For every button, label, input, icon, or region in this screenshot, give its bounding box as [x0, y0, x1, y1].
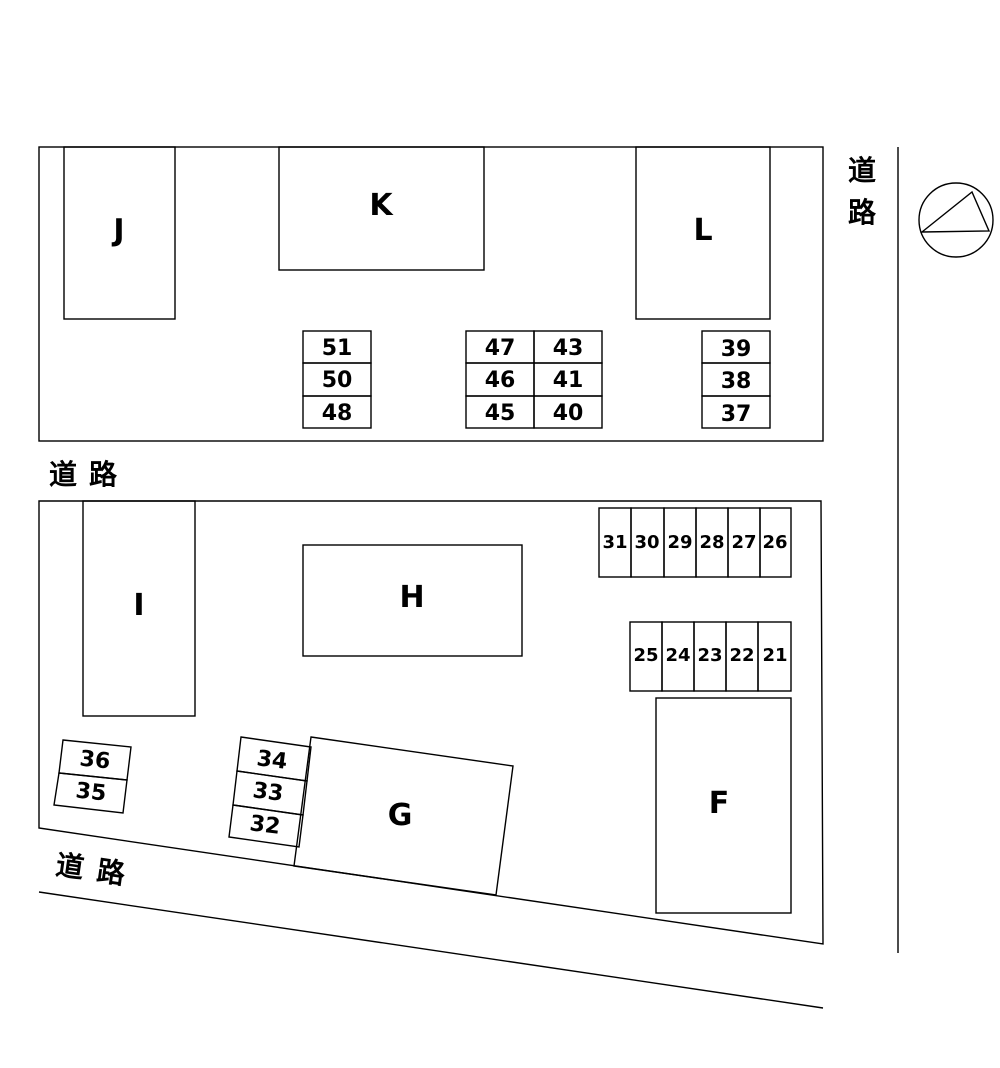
building-J: J	[63, 146, 176, 320]
svg-text:51: 51	[322, 336, 353, 361]
svg-text:道: 道	[49, 458, 77, 491]
upper-lot	[38, 146, 824, 442]
svg-text:48: 48	[322, 401, 353, 426]
svg-text:22: 22	[729, 645, 754, 666]
svg-text:45: 45	[485, 401, 516, 426]
parking-group-51-48: 51 50 48	[302, 330, 372, 429]
svg-text:26: 26	[762, 532, 787, 553]
parking-row-25-21: 25 24 23 22 21	[629, 621, 792, 692]
svg-text:路: 路	[95, 854, 128, 891]
building-K: K	[278, 146, 485, 271]
svg-text:47: 47	[485, 336, 516, 361]
building-I: I	[82, 500, 196, 717]
svg-text:27: 27	[731, 532, 756, 553]
svg-text:36: 36	[78, 746, 111, 774]
svg-text:24: 24	[665, 645, 690, 666]
svg-text:25: 25	[633, 645, 658, 666]
parking-row-31-26: 31 30 29 28 27 26	[598, 507, 792, 578]
building-H: H	[302, 544, 523, 657]
svg-text:H: H	[399, 580, 424, 615]
svg-text:I: I	[133, 588, 144, 623]
slot-32	[228, 804, 304, 848]
svg-text:路: 路	[848, 196, 877, 229]
road-label-bottom: 道 路	[54, 848, 128, 891]
svg-text:28: 28	[699, 532, 724, 553]
road-label-middle: 道 路	[49, 458, 118, 491]
svg-text:21: 21	[762, 645, 787, 666]
svg-text:L: L	[693, 213, 712, 248]
svg-text:J: J	[111, 213, 124, 248]
svg-text:道: 道	[54, 848, 86, 885]
svg-text:道: 道	[848, 154, 876, 187]
slot-21	[757, 621, 792, 692]
svg-text:34: 34	[255, 746, 288, 775]
svg-text:41: 41	[553, 368, 584, 393]
svg-text:F: F	[709, 786, 730, 821]
lower-lot	[38, 500, 824, 945]
building-L: L	[635, 146, 771, 320]
svg-text:32: 32	[248, 811, 281, 840]
slot-35	[53, 772, 128, 814]
parking-group-39-37: 39 38 37	[701, 330, 771, 429]
slot-26	[759, 507, 792, 578]
svg-text:路: 路	[89, 458, 118, 491]
svg-text:31: 31	[602, 532, 627, 553]
parking-group-36-35: 36 35	[53, 739, 132, 814]
north-compass-icon	[918, 182, 994, 258]
svg-text:40: 40	[553, 401, 584, 426]
slot-37	[701, 395, 771, 429]
svg-text:50: 50	[322, 368, 353, 393]
svg-text:29: 29	[667, 532, 692, 553]
parking-group-47-40: 47 46 45 43 41 40	[465, 330, 603, 429]
svg-text:43: 43	[553, 336, 584, 361]
building-G: G	[293, 736, 514, 896]
slot-48	[302, 395, 372, 429]
building-F: F	[655, 697, 792, 914]
bottom-road-line	[38, 891, 824, 1009]
svg-text:K: K	[369, 188, 394, 223]
parking-group-34-32: 34 33 32	[228, 736, 312, 848]
svg-text:38: 38	[721, 369, 752, 394]
svg-text:37: 37	[721, 402, 752, 427]
svg-text:46: 46	[485, 368, 516, 393]
svg-text:35: 35	[74, 778, 107, 806]
svg-text:30: 30	[634, 532, 659, 553]
slot-40	[533, 395, 603, 429]
road-label-right: 道 路	[848, 154, 877, 229]
svg-text:23: 23	[697, 645, 722, 666]
svg-text:33: 33	[251, 778, 284, 807]
svg-text:G: G	[388, 798, 413, 833]
svg-text:39: 39	[721, 337, 752, 362]
